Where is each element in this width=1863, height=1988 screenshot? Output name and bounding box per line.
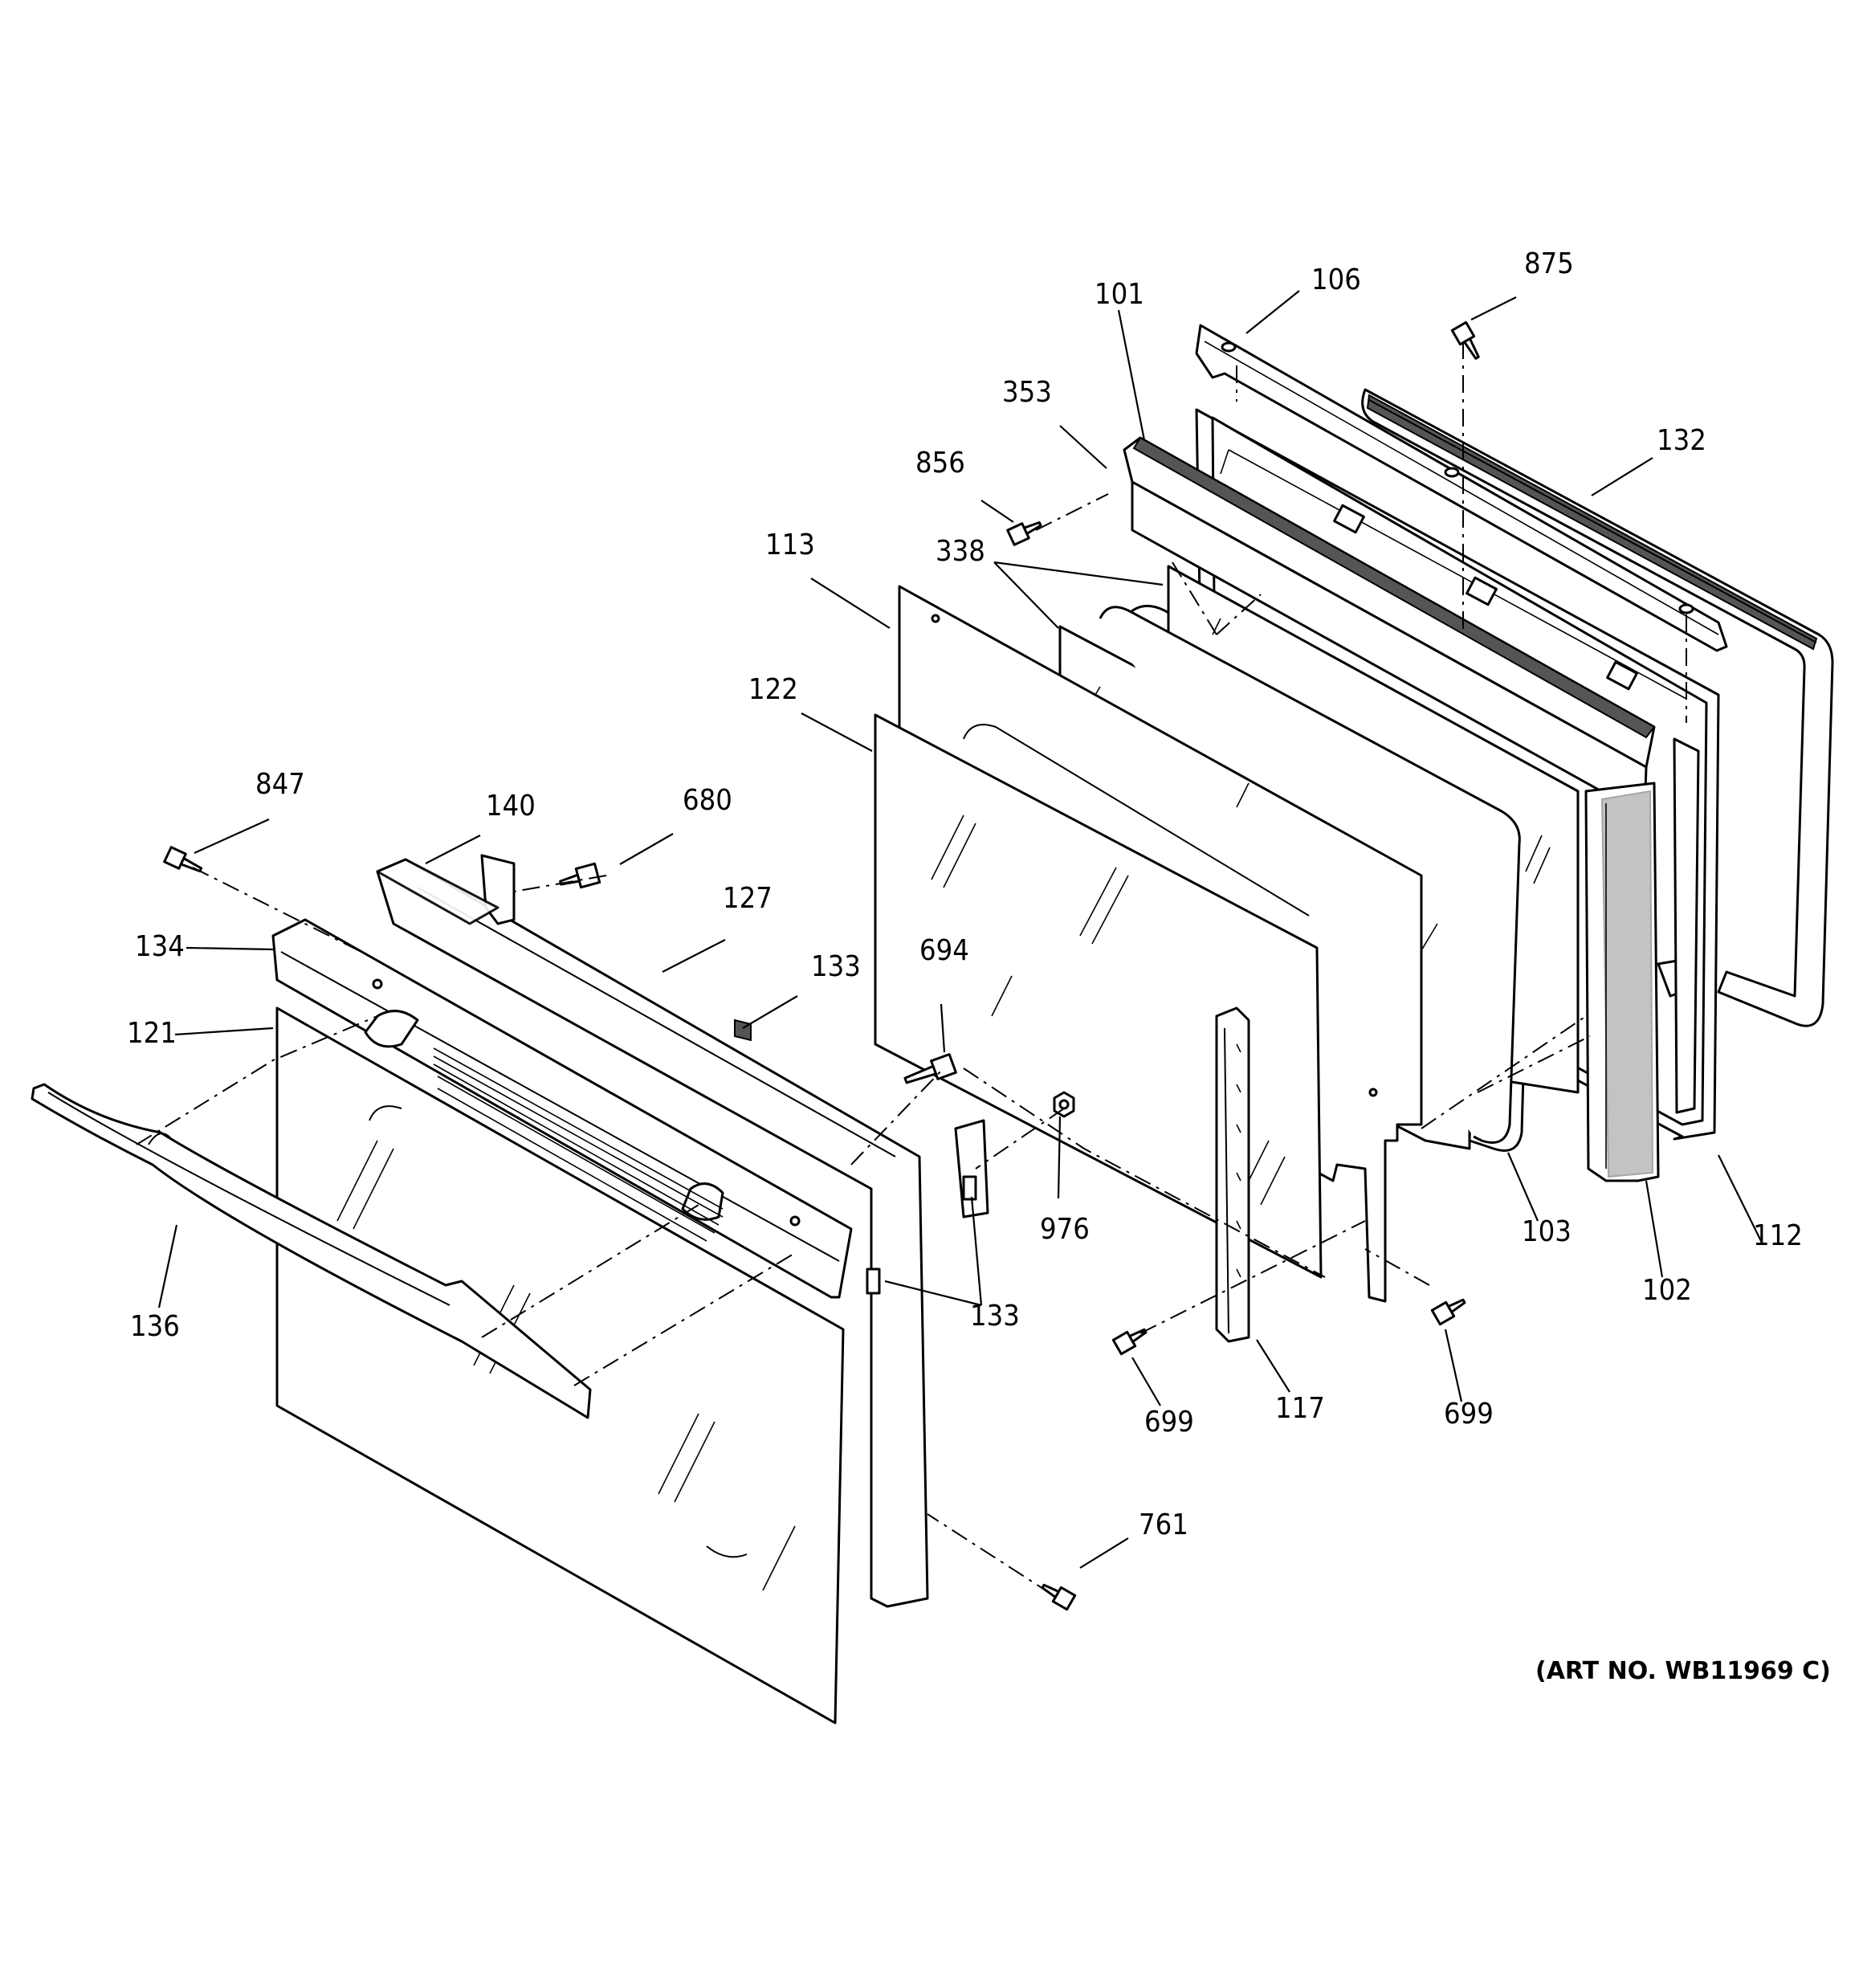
callout-338: 338	[936, 535, 985, 568]
callout-699-left: 699	[1144, 1406, 1194, 1439]
callout-121: 121	[127, 1017, 177, 1050]
callout-102: 102	[1642, 1274, 1692, 1307]
callout-134: 134	[135, 930, 185, 963]
callout-694: 694	[919, 934, 969, 967]
callout-106: 106	[1311, 263, 1361, 296]
screw-icon	[1041, 1583, 1077, 1611]
callout-113: 113	[765, 529, 815, 561]
side-channel-bracket	[1215, 1006, 1250, 1343]
screw-icon	[1430, 1298, 1466, 1326]
callout-699-right: 699	[1444, 1398, 1494, 1431]
callout-103: 103	[1522, 1215, 1572, 1248]
top-channel	[376, 858, 499, 925]
door-handle	[31, 1083, 592, 1419]
assembly-lines	[136, 341, 1687, 1595]
screw-icon	[1450, 320, 1480, 360]
callout-122: 122	[748, 673, 798, 706]
callout-856: 856	[915, 447, 965, 480]
callout-117: 117	[1275, 1392, 1325, 1425]
callout-labels: 101 106 875 132 353 856 113 338 122 847 …	[127, 247, 1803, 1541]
callout-136: 136	[130, 1310, 180, 1343]
door-top-trim	[1195, 324, 1728, 652]
callout-132: 132	[1657, 424, 1706, 457]
callout-875: 875	[1524, 247, 1574, 280]
art-number: (ART NO. WB11969 C)	[1535, 1657, 1831, 1685]
leader-lines	[157, 290, 1762, 1569]
side-insulation-block	[1584, 782, 1660, 1182]
screw-icon	[1111, 1328, 1148, 1356]
screw-icon	[163, 846, 203, 873]
callout-847: 847	[255, 768, 305, 801]
callout-353: 353	[1002, 376, 1052, 409]
vent-trim	[271, 918, 853, 1299]
door-liner	[376, 854, 929, 1608]
hinge-bracket	[866, 1119, 989, 1295]
glass-panel-122	[874, 713, 1323, 1279]
callout-101: 101	[1095, 278, 1144, 311]
callout-133-top: 133	[811, 950, 861, 983]
screw-icon	[1006, 521, 1042, 546]
door-gasket	[1361, 388, 1834, 1027]
callout-680: 680	[683, 784, 732, 817]
callout-976: 976	[1040, 1213, 1090, 1246]
callout-112: 112	[1753, 1219, 1803, 1252]
screw-icon	[903, 1053, 957, 1084]
callout-140: 140	[486, 790, 536, 823]
callout-761: 761	[1139, 1508, 1188, 1541]
callout-127: 127	[723, 882, 773, 915]
callout-133-bottom: 133	[970, 1300, 1020, 1333]
door-insulation	[1123, 436, 1656, 817]
